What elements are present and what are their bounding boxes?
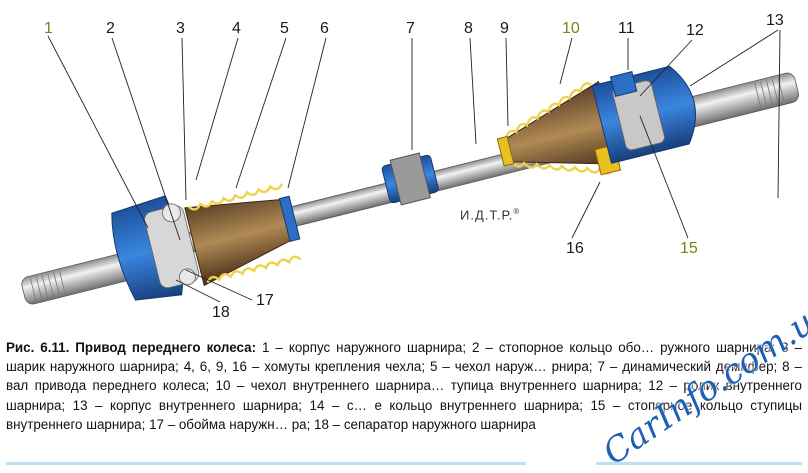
callout-4: 4 (232, 20, 241, 37)
inner-joint-boot (496, 80, 622, 176)
callout-16: 16 (566, 240, 584, 257)
registered-symbol: ® (513, 207, 521, 216)
bottom-divider-left (6, 462, 526, 465)
callout-1: 1 (44, 20, 53, 37)
inner-joint-housing (591, 65, 697, 164)
callout-18: 18 (212, 304, 230, 321)
callout-8: 8 (464, 20, 473, 37)
callout-10: 10 (562, 20, 580, 37)
callout-3: 3 (176, 20, 185, 37)
callout-11: 11 (618, 20, 635, 37)
bottom-divider-right (596, 462, 802, 465)
callout-2: 2 (106, 20, 115, 37)
publisher-mark: И.Д.Т.Р.® (460, 207, 520, 222)
callout-13: 13 (766, 12, 784, 29)
drive-shaft-illustration (21, 29, 799, 305)
callout-15: 15 (680, 240, 698, 257)
callout-5: 5 (280, 20, 289, 37)
figure-caption: Рис. 6.11. Привод переднего колеса: 1 – … (6, 338, 802, 434)
callout-9: 9 (500, 20, 509, 37)
caption-title: Рис. 6.11. Привод переднего колеса: (6, 340, 257, 355)
callout-12: 12 (686, 22, 704, 39)
outer-joint-boot (184, 183, 302, 287)
callout-17: 17 (256, 292, 274, 309)
callout-7: 7 (406, 20, 415, 37)
leader-lines (47, 29, 781, 303)
dynamic-damper (381, 152, 439, 206)
callout-6: 6 (320, 20, 329, 37)
outer-joint-housing (111, 195, 200, 301)
publisher-mark-text: И.Д.Т.Р. (460, 207, 514, 223)
caption-text: 1 – корпус наружного шарнира; 2 – стопор… (6, 340, 802, 432)
